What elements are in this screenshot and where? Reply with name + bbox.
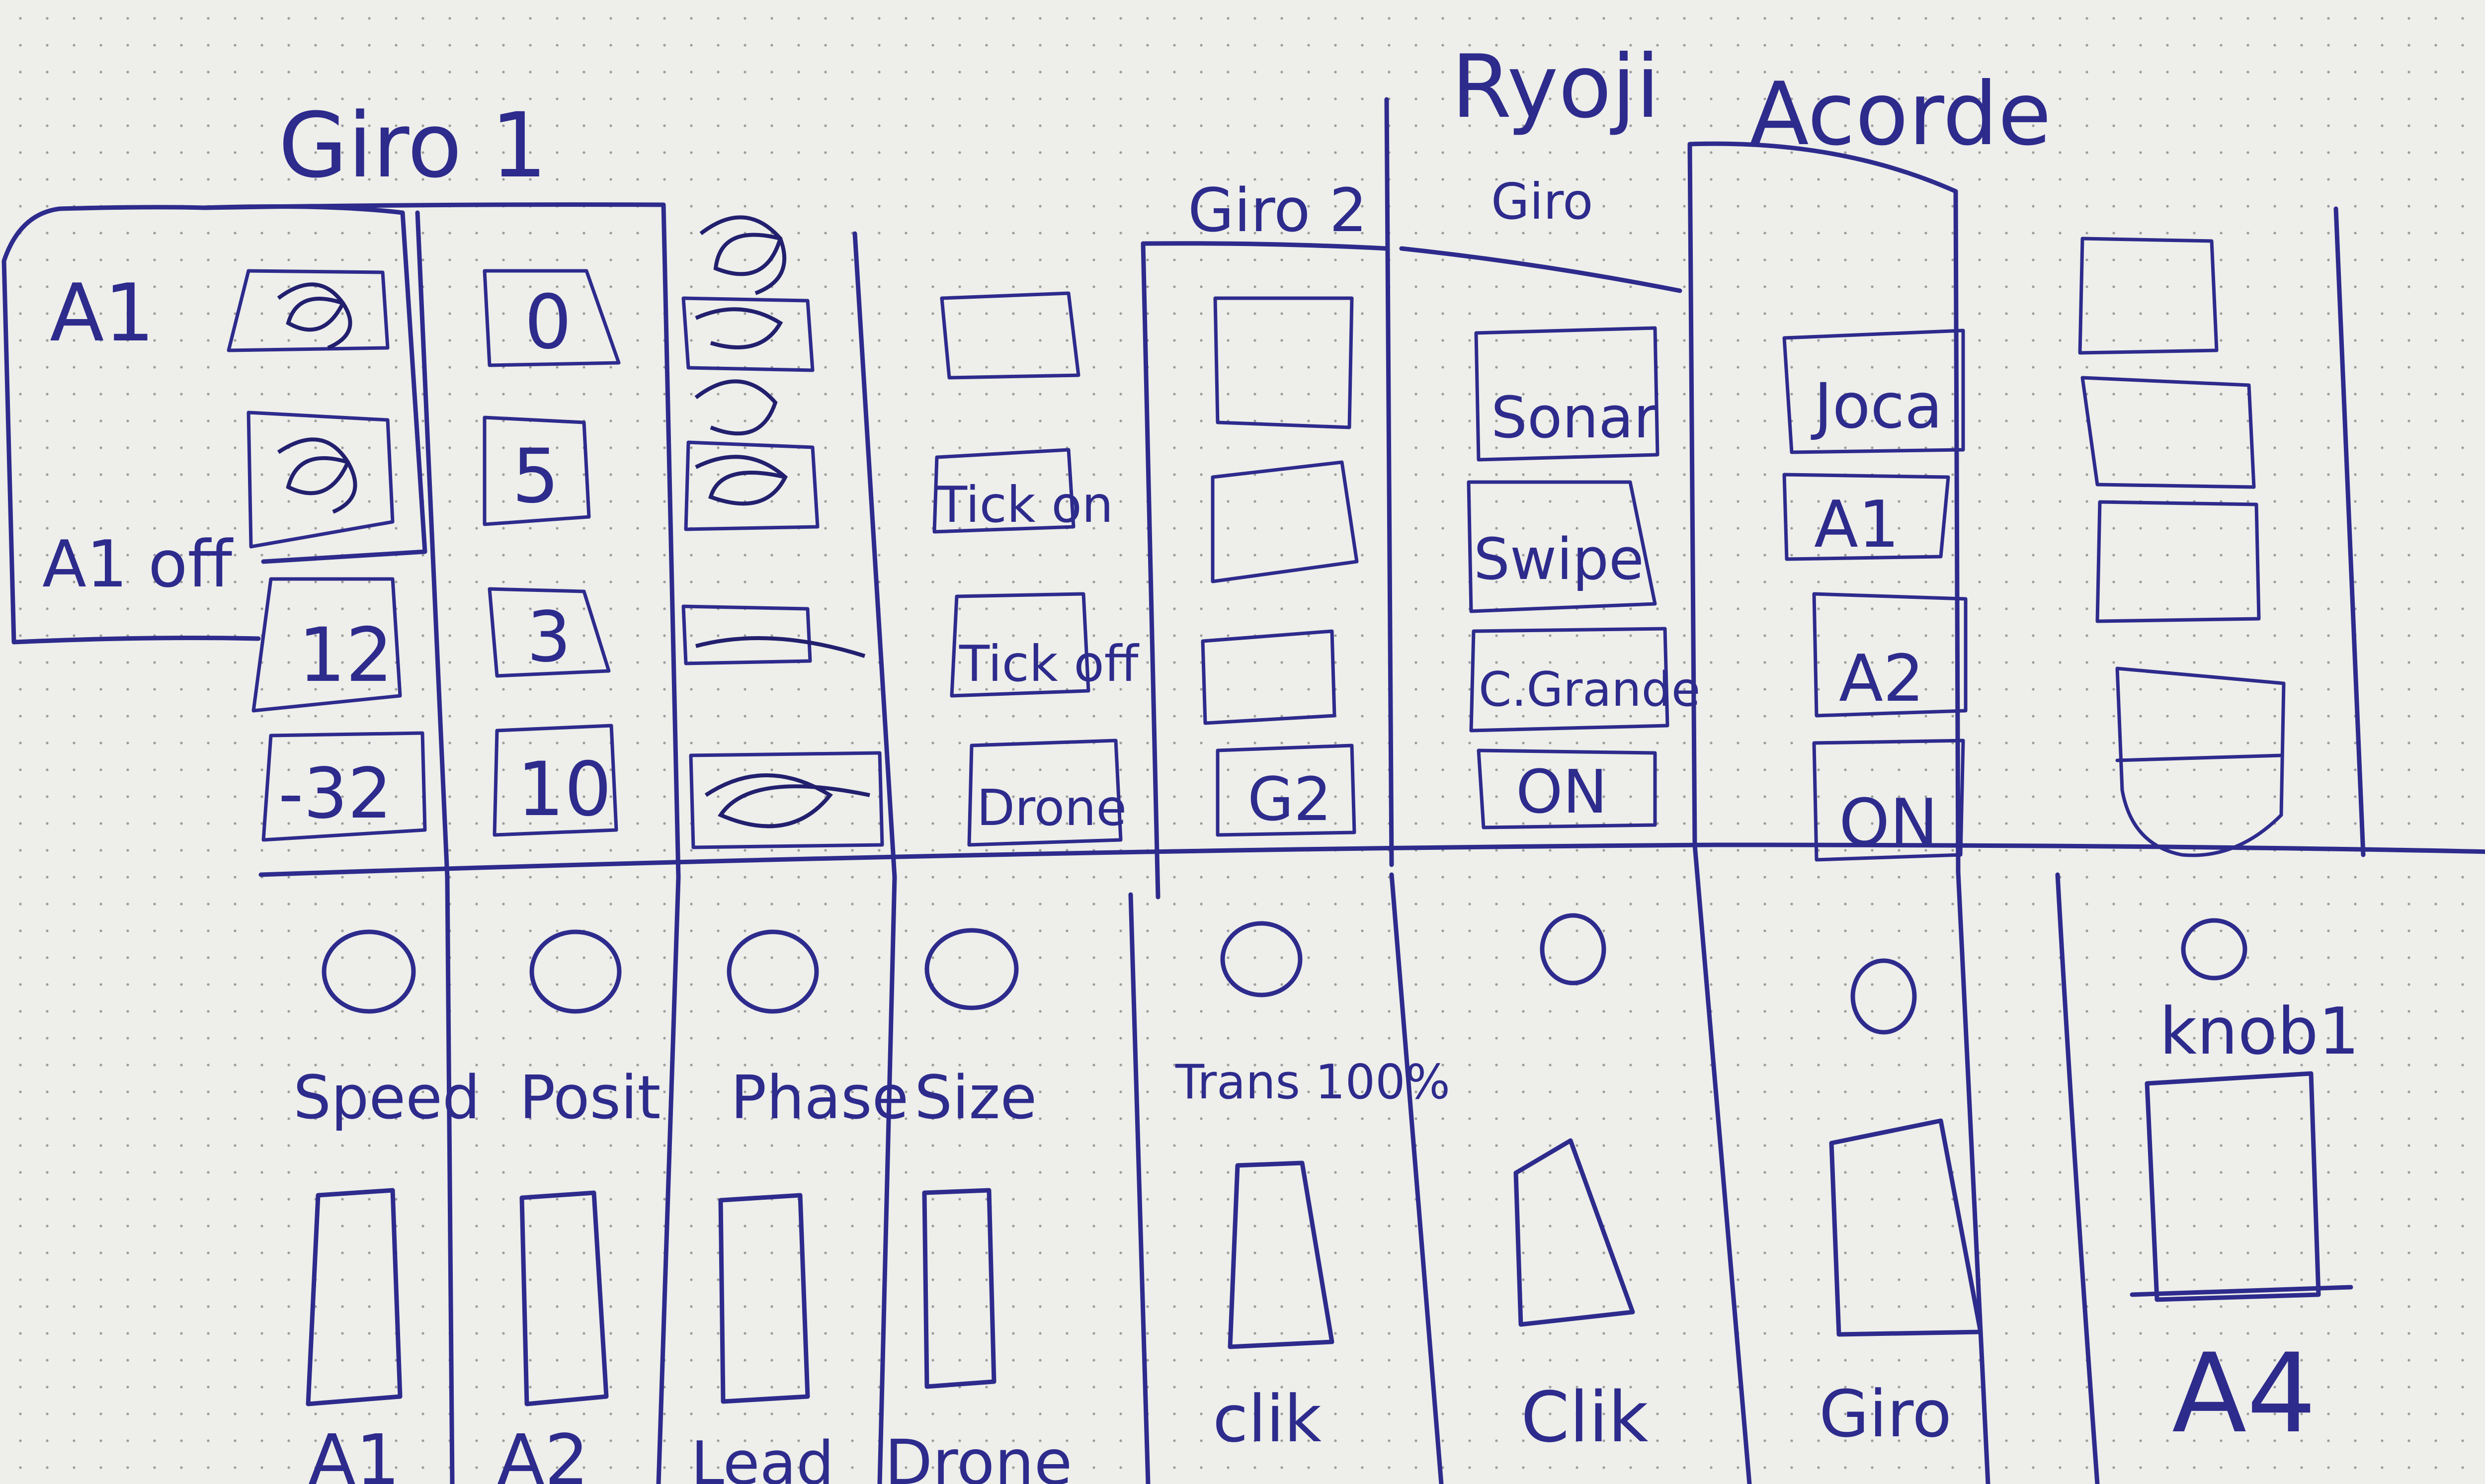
col1-box-values: 12 -32 bbox=[278, 612, 393, 834]
pad-label-a4: A4 bbox=[2172, 1330, 2316, 1457]
pad-a1 bbox=[306, 1188, 403, 1406]
knob-label-size: Size bbox=[914, 1064, 1037, 1133]
col7-box-value: A2 bbox=[1839, 641, 1924, 716]
pad-giro bbox=[1829, 1118, 1983, 1337]
pad-label-drone: Drone bbox=[885, 1427, 1073, 1484]
pad-label-clik-2: Clik bbox=[1521, 1377, 1649, 1458]
acorde-knob bbox=[1850, 958, 1917, 1035]
pad-clik-1 bbox=[1228, 1160, 1334, 1349]
knob1-knob bbox=[2181, 918, 2247, 981]
col2-box-value: 3 bbox=[527, 597, 571, 678]
col6-box-value: C.Grande bbox=[1479, 662, 1700, 717]
ryoji-header: Ryoji bbox=[1451, 37, 1660, 138]
giro1-header: Giro 1 bbox=[278, 94, 547, 198]
col2-box-value: 10 bbox=[517, 746, 612, 833]
pad-label-clik-1: clik bbox=[1213, 1381, 1322, 1457]
speed-knob bbox=[322, 929, 416, 1014]
knob-label-trans: Trans 100% bbox=[1175, 1055, 1450, 1110]
row-label-a1-off: A1 off bbox=[42, 526, 234, 602]
knob-label-knob1: knob1 bbox=[2159, 993, 2359, 1069]
acorde-header: Acorde bbox=[1749, 64, 2052, 165]
col7-box-value: Joca bbox=[1811, 370, 1943, 442]
col7-box-value: ON bbox=[1839, 785, 1938, 860]
ryoji-knob bbox=[1540, 913, 1606, 986]
knobs bbox=[322, 913, 2247, 1035]
size-knob bbox=[924, 928, 1019, 1010]
col1-box-value: -32 bbox=[278, 753, 392, 834]
col5-box-value: G2 bbox=[1247, 765, 1331, 834]
col7-box-value: A1 bbox=[1814, 487, 1900, 562]
col2-box-value: 5 bbox=[512, 433, 559, 520]
giro2-header: Giro 2 bbox=[1188, 176, 1367, 246]
col4-box-value: Tick off bbox=[959, 635, 1140, 693]
col6-box-value: ON bbox=[1516, 758, 1607, 827]
col4-box-values: Tick on Tick off Drone bbox=[936, 476, 1140, 837]
col2-box-value: 0 bbox=[524, 279, 572, 366]
col6-box-value: Sonar bbox=[1491, 385, 1657, 451]
posit-knob bbox=[529, 929, 622, 1014]
col2-box-values: 0 5 3 10 bbox=[512, 279, 612, 833]
pad-drone bbox=[922, 1188, 996, 1389]
pad-label-giro: Giro bbox=[1819, 1376, 1952, 1452]
pad-lead bbox=[718, 1193, 810, 1404]
pad-clik-2 bbox=[1513, 1138, 1635, 1327]
scribbles bbox=[277, 215, 870, 828]
phase-knob bbox=[727, 929, 819, 1014]
col5-box-values: G2 bbox=[1247, 765, 1331, 834]
col4-box-value: Tick on bbox=[936, 476, 1113, 534]
pad-label-a2: A2 bbox=[497, 1420, 589, 1484]
trans-knob bbox=[1220, 921, 1303, 997]
pad-a4-underline bbox=[2130, 1285, 2353, 1297]
ryoji-sub-label: Giro bbox=[1491, 172, 1593, 231]
pad-label-lead: Lead bbox=[691, 1429, 834, 1484]
top-boxes bbox=[227, 237, 2286, 862]
pad-a4 bbox=[2145, 1071, 2321, 1302]
col6-box-values: Sonar Swipe C.Grande ON bbox=[1474, 385, 1700, 827]
pad-a2 bbox=[519, 1190, 609, 1406]
pad-label-a1: A1 bbox=[308, 1420, 400, 1484]
col7-box-values: Joca A1 A2 ON bbox=[1811, 370, 1943, 860]
pads bbox=[306, 1071, 2353, 1406]
knob-label-speed: Speed bbox=[293, 1064, 480, 1133]
row-label-a1: A1 bbox=[50, 266, 155, 359]
grid-lines bbox=[1, 97, 2485, 1484]
knob-label-phase: Phase bbox=[731, 1064, 909, 1133]
col4-box-value: Drone bbox=[977, 779, 1127, 837]
knob-label-posit: Posit bbox=[519, 1064, 661, 1133]
col1-box-value: 12 bbox=[298, 612, 393, 699]
col6-box-value: Swipe bbox=[1474, 526, 1644, 593]
